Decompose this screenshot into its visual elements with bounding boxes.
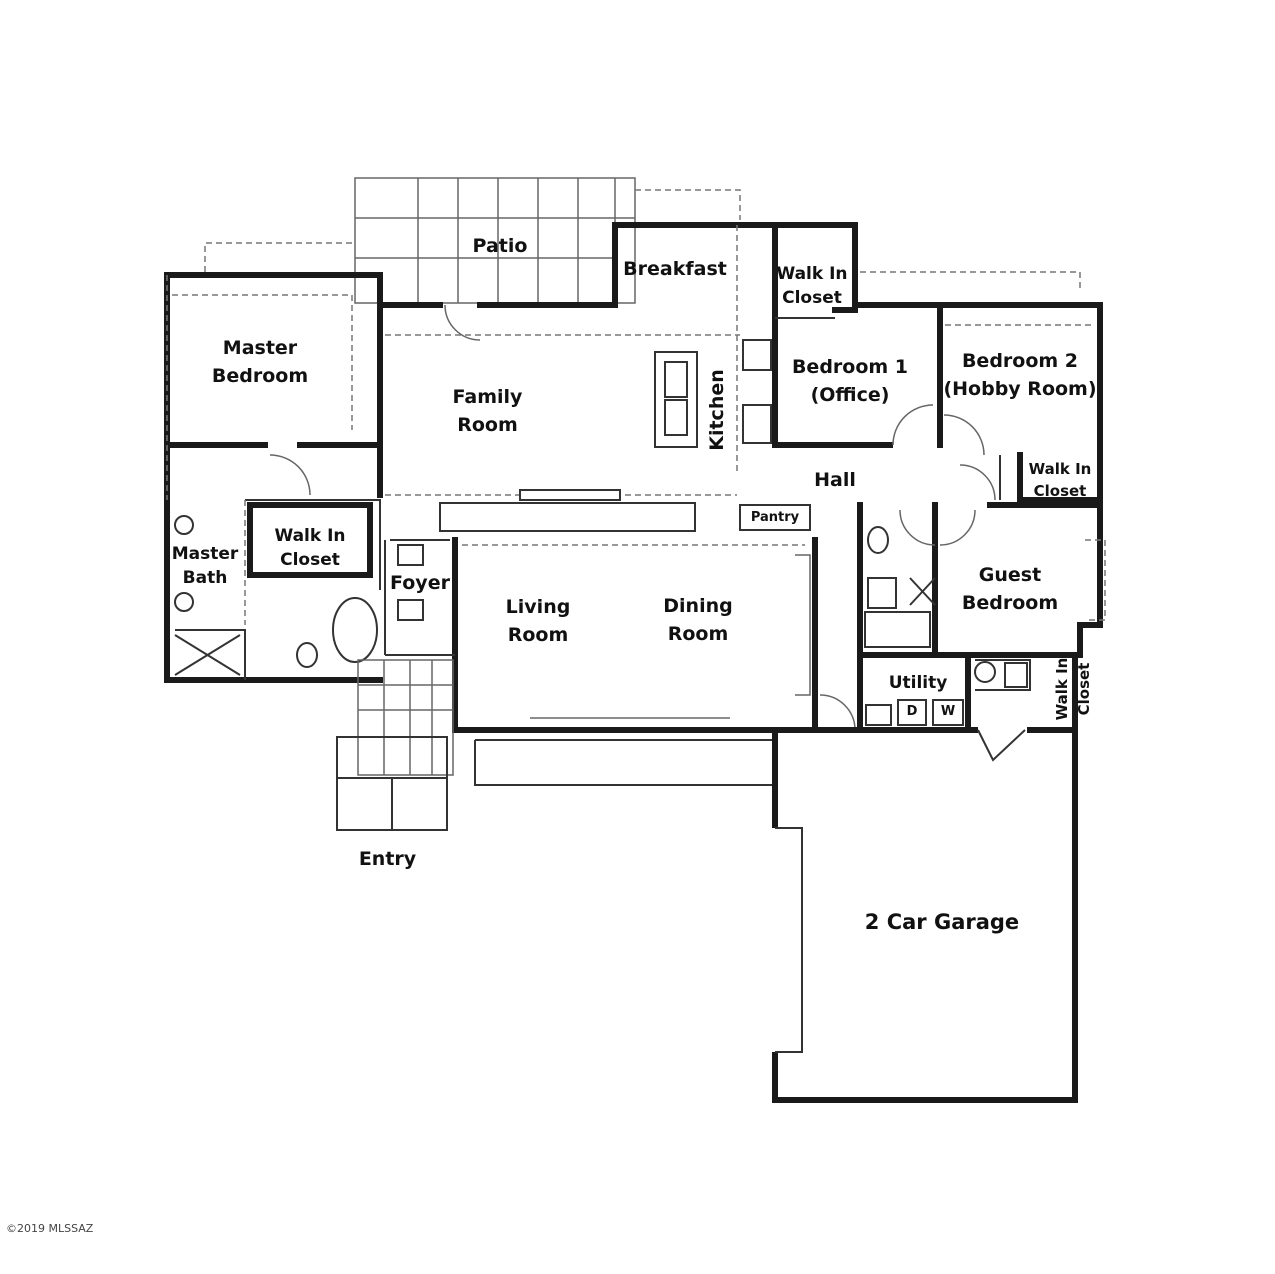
label-family-room: Family Room [430, 383, 545, 439]
family-kitchen-walls [377, 222, 778, 532]
breakfast-label: Breakfast [623, 258, 727, 280]
label-pantry: Pantry [745, 504, 805, 532]
walk-in-closet-garage-line1: Walk In [1053, 657, 1071, 721]
label-walk-in-closet-right: Walk In Closet [1022, 458, 1098, 502]
label-foyer: Foyer [385, 569, 455, 597]
label-master-bedroom: Master Bedroom [200, 334, 320, 390]
dryer-label: D [906, 704, 918, 719]
patio-grid [204, 177, 1081, 304]
bedroom-1-line1: Bedroom 1 [791, 356, 909, 378]
master-bedroom-line1: Master [222, 337, 298, 359]
guest-bedroom-line1: Guest [978, 564, 1042, 586]
label-patio: Patio [455, 232, 545, 260]
bedrooms-walls [772, 302, 1103, 508]
living-room-line2: Room [507, 624, 569, 646]
dining-room-line2: Room [667, 623, 729, 645]
label-living-room: Living Room [488, 593, 588, 649]
entry-label: Entry [358, 848, 417, 870]
bedroom-2-line1: Bedroom 2 [961, 350, 1079, 372]
pantry-label: Pantry [750, 510, 800, 525]
walk-in-closet-top-line1: Walk In [776, 264, 848, 284]
master-bath-walls [164, 454, 383, 683]
master-bath-line2: Bath [182, 568, 228, 588]
label-entry: Entry [350, 845, 425, 873]
pantry-walls [739, 504, 811, 531]
label-walk-in-closet-garage: Walk In Closet [1051, 649, 1095, 729]
label-guest-bedroom: Guest Bedroom [955, 561, 1065, 617]
label-dryer: D [900, 698, 924, 726]
label-walk-in-closet-top: Walk In Closet [772, 262, 852, 310]
label-bedroom-1: Bedroom 1 (Office) [785, 353, 915, 409]
hall-label: Hall [814, 469, 856, 491]
label-washer: W [936, 698, 960, 726]
label-garage: 2 Car Garage [852, 908, 1032, 936]
dining-room-line1: Dining [663, 595, 733, 617]
walk-in-closet-right-line2: Closet [1033, 482, 1087, 500]
walk-in-closet-master-line2: Closet [280, 550, 340, 570]
master-bedroom-line2: Bedroom [211, 365, 309, 387]
patio-label: Patio [472, 235, 528, 257]
label-hall: Hall [805, 466, 865, 494]
foyer-label: Foyer [390, 572, 450, 594]
walk-in-closet-top-line2: Closet [782, 288, 842, 308]
bedroom-2-line2: (Hobby Room) [943, 378, 1097, 400]
walk-in-closet-master-line1: Walk In [274, 526, 346, 546]
garage-label: 2 Car Garage [864, 910, 1020, 934]
entry-steps [336, 659, 454, 831]
family-room-line2: Room [457, 414, 518, 436]
guest-bedroom-line2: Bedroom [961, 592, 1059, 614]
master-bedroom-walls [164, 272, 383, 503]
family-room-line1: Family [452, 386, 523, 408]
kitchen-label: Kitchen [706, 369, 728, 451]
label-bedroom-2: Bedroom 2 (Hobby Room) [942, 347, 1098, 403]
label-breakfast: Breakfast [620, 255, 730, 283]
label-walk-in-closet-master: Walk In Closet [262, 524, 358, 572]
label-kitchen: Kitchen [703, 360, 731, 460]
label-master-bath: Master Bath [170, 542, 240, 590]
copyright-watermark: ©2019 MLSSAZ [6, 1222, 94, 1235]
label-utility: Utility [878, 671, 958, 695]
walk-in-closet-garage-line2: Closet [1075, 662, 1093, 716]
utility-walls [819, 652, 1031, 733]
top-closet-walls [772, 222, 858, 319]
label-dining-room: Dining Room [648, 592, 748, 648]
bedroom-1-line2: (Office) [810, 384, 890, 406]
utility-label: Utility [888, 673, 948, 693]
site-outline [166, 275, 246, 625]
washer-label: W [940, 704, 956, 719]
living-room-line1: Living [505, 596, 571, 618]
garage-walls [772, 652, 1078, 1103]
walk-in-closet-right-line1: Walk In [1028, 460, 1092, 478]
master-bath-line1: Master [171, 544, 239, 564]
